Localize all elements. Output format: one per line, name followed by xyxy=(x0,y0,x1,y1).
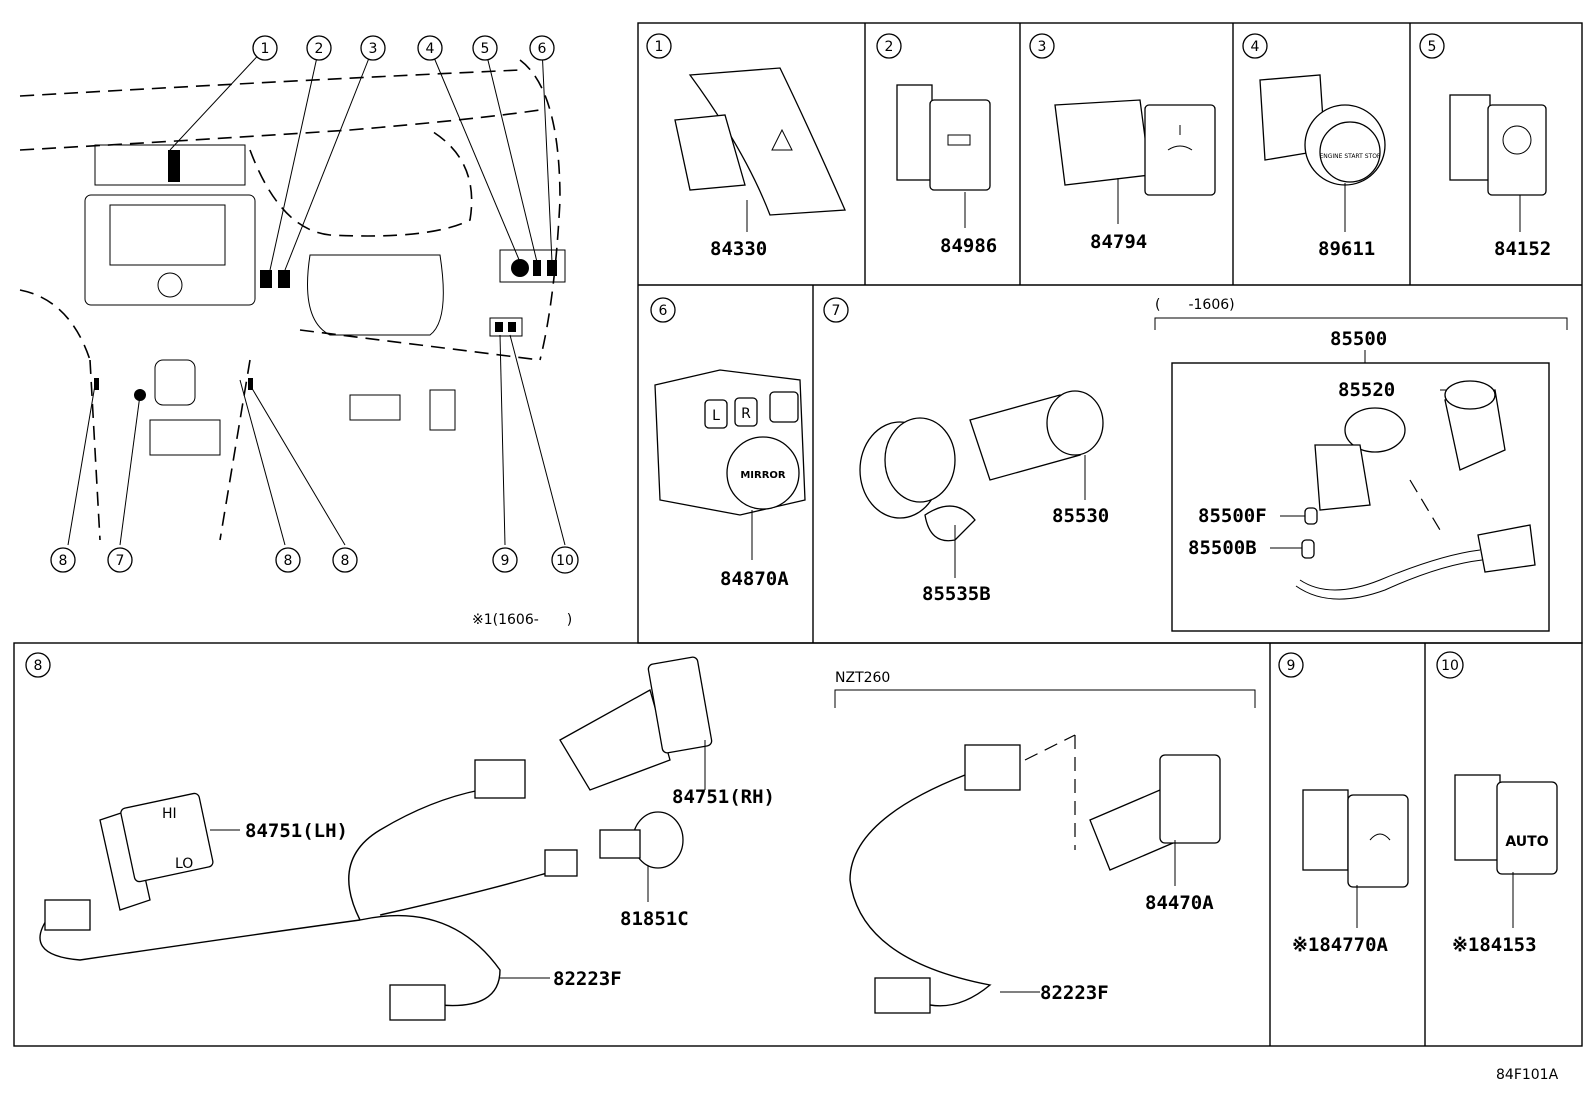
overview-note: ※1(1606- ) xyxy=(472,612,572,628)
svg-text:8: 8 xyxy=(284,553,293,569)
panel-6: 6 L R MIRROR 84870A xyxy=(650,297,806,590)
part-number-82223F-a: 82223F xyxy=(553,968,622,990)
overview-callout-7: 7 xyxy=(107,547,133,573)
overview-callout-4: 4 xyxy=(417,35,443,61)
part-number-82223F-b: 82223F xyxy=(1040,982,1109,1004)
svg-text:3: 3 xyxy=(369,41,378,57)
part-number-85520: 85520 xyxy=(1338,379,1395,401)
part-number-85500: 85500 xyxy=(1330,328,1387,350)
part-number-81851C: 81851C xyxy=(620,908,689,930)
panel-3: 3 84794 xyxy=(1029,33,1216,253)
part-number-84986: 84986 xyxy=(940,235,997,257)
overview-callout-2: 2 xyxy=(306,35,332,61)
overview-callout-9: 9 xyxy=(492,547,518,573)
dashboard-overview xyxy=(19,47,566,546)
overview-callout-8a: 8 xyxy=(50,547,76,573)
svg-text:2: 2 xyxy=(315,41,324,57)
svg-text:7: 7 xyxy=(832,303,841,319)
svg-text:9: 9 xyxy=(1287,658,1296,674)
svg-text:8: 8 xyxy=(59,553,68,569)
diagram-code: 84F101A xyxy=(1496,1067,1559,1083)
panel-1: 1 84330 xyxy=(646,33,846,260)
overview-callout-10: 10 xyxy=(551,546,579,574)
overview-callout-6: 6 xyxy=(529,35,555,61)
svg-text:LO: LO xyxy=(175,856,193,872)
part-number-84751-lh: 84751(LH) xyxy=(245,820,348,842)
svg-text:L: L xyxy=(712,408,720,424)
part-number-85500F: 85500F xyxy=(1198,505,1267,527)
panel-5: 5 84152 xyxy=(1419,33,1551,260)
svg-text:5: 5 xyxy=(481,41,490,57)
part-number-84153: ※184153 xyxy=(1452,934,1537,956)
svg-text:HI: HI xyxy=(162,806,177,822)
svg-text:8: 8 xyxy=(34,658,43,674)
mirror-label: MIRROR xyxy=(740,470,786,481)
part-number-84330: 84330 xyxy=(710,238,767,260)
svg-text:2: 2 xyxy=(885,39,894,55)
panel-borders xyxy=(13,22,1583,1047)
part-number-85500B: 85500B xyxy=(1188,537,1257,559)
panel-4: 4 ENGINE START STOP 89611 xyxy=(1242,33,1386,260)
part-number-85535B: 85535B xyxy=(922,583,991,605)
part-number-84470A: 84470A xyxy=(1145,892,1214,914)
svg-text:9: 9 xyxy=(501,553,510,569)
svg-text:7: 7 xyxy=(116,553,125,569)
svg-text:6: 6 xyxy=(538,41,547,57)
variant-label: NZT260 xyxy=(835,670,890,686)
overview-callout-5: 5 xyxy=(472,35,498,61)
svg-text:8: 8 xyxy=(341,553,350,569)
svg-text:6: 6 xyxy=(659,303,668,319)
panel-8: 8 NZT260 HI LO 84751(LH) 84751(RH) 81851… xyxy=(25,652,1256,1021)
overview-callout-3: 3 xyxy=(360,35,386,61)
part-number-84794: 84794 xyxy=(1090,231,1147,253)
panel-7: 7 ( -1606) 85535B 85530 85500 85520 8550… xyxy=(823,297,1568,632)
svg-text:10: 10 xyxy=(556,553,574,569)
svg-text:5: 5 xyxy=(1428,39,1437,55)
overview-callout-1: 1 xyxy=(252,35,278,61)
panel-9: 9 ※184770A xyxy=(1278,652,1409,956)
part-number-84152: 84152 xyxy=(1494,238,1551,260)
svg-text:3: 3 xyxy=(1038,39,1047,55)
start-stop-label: ENGINE START STOP xyxy=(1319,153,1380,160)
overview-callouts: 1 2 3 4 5 6 8 7 8 8 9 10 ※1(1606- ) xyxy=(50,35,579,628)
part-number-89611: 89611 xyxy=(1318,238,1375,260)
panel-2: 2 84986 xyxy=(876,33,997,257)
svg-text:AUTO: AUTO xyxy=(1505,834,1548,850)
overview-callout-8b: 8 xyxy=(275,547,301,573)
svg-text:R: R xyxy=(741,406,751,422)
part-number-84870A: 84870A xyxy=(720,568,789,590)
part-number-84770A: ※184770A xyxy=(1292,934,1389,956)
panel-10: 10 AUTO ※184153 xyxy=(1436,651,1558,956)
part-number-85530: 85530 xyxy=(1052,505,1109,527)
svg-text:1: 1 xyxy=(261,41,270,57)
svg-text:10: 10 xyxy=(1441,658,1459,674)
overview-callout-8c: 8 xyxy=(332,547,358,573)
svg-text:1: 1 xyxy=(655,39,664,55)
svg-text:4: 4 xyxy=(1251,39,1260,55)
part-number-84751-rh: 84751(RH) xyxy=(672,786,775,808)
range-note: ( -1606) xyxy=(1155,297,1235,313)
svg-text:4: 4 xyxy=(426,41,435,57)
